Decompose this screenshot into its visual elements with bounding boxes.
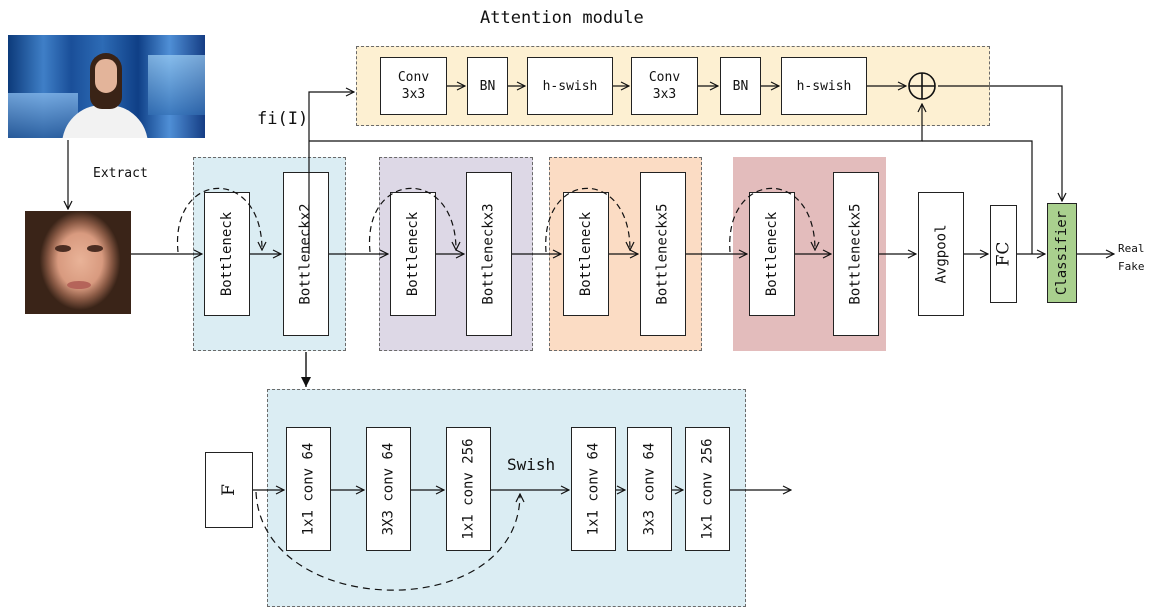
fc-branch-line <box>922 140 1033 254</box>
attention-conv-block: Conv 3x3 <box>631 57 698 115</box>
bottleneck-block: Bottleneck <box>204 192 250 316</box>
classifier-block: Classifier <box>1047 203 1077 303</box>
avgpool-block: Avgpool <box>918 192 964 316</box>
bottleneck-block: Bottleneck <box>563 192 609 316</box>
attention-output-arrow <box>938 85 1062 201</box>
extract-label: Extract <box>93 166 148 181</box>
attention-input-arrow <box>308 92 354 254</box>
conv-block: 1x1 conv 64 <box>571 427 616 551</box>
attention-bn-block: BN <box>467 57 508 115</box>
residual-to-sum-arrow <box>309 104 922 142</box>
attention-hswish-block: h-swish <box>527 57 613 115</box>
conv-block: 3X3 conv 64 <box>366 427 411 551</box>
bottleneck-repeat-block: Bottleneckx3 <box>466 172 512 336</box>
real-label: Real <box>1118 242 1145 255</box>
swish-skip-connection <box>255 491 520 591</box>
fake-label: Fake <box>1118 260 1145 273</box>
swish-label: Swish <box>507 455 556 474</box>
attention-hswish-block: h-swish <box>781 57 867 115</box>
input-f-block: F <box>205 452 253 528</box>
bottleneck-block: Bottleneck <box>749 192 795 316</box>
conv-block: 1x1 conv 64 <box>286 427 331 551</box>
news-frame-image <box>8 35 205 138</box>
attention-conv-block: Conv 3x3 <box>380 57 447 115</box>
fc-block: FC <box>990 205 1017 303</box>
skip-connection <box>369 187 456 253</box>
conv-block: 3x3 conv 64 <box>627 427 672 551</box>
conv-block: 1x1 conv 256 <box>685 427 730 551</box>
skip-connection <box>729 187 815 253</box>
bottleneck-block: Bottleneck <box>390 192 436 316</box>
conv-block: 1x1 conv 256 <box>446 427 491 551</box>
skip-connection <box>545 187 630 253</box>
bottleneck-repeat-block: Bottleneckx5 <box>833 172 879 336</box>
attention-module-title: Attention module <box>480 8 644 28</box>
fi-label: fi(I) <box>257 109 309 129</box>
attention-bn-block: BN <box>720 57 761 115</box>
face-crop-image <box>25 211 131 314</box>
skip-connection <box>176 187 262 253</box>
bottleneck-repeat-block: Bottleneckx2 <box>283 172 329 336</box>
bottleneck-repeat-block: Bottleneckx5 <box>640 172 686 336</box>
